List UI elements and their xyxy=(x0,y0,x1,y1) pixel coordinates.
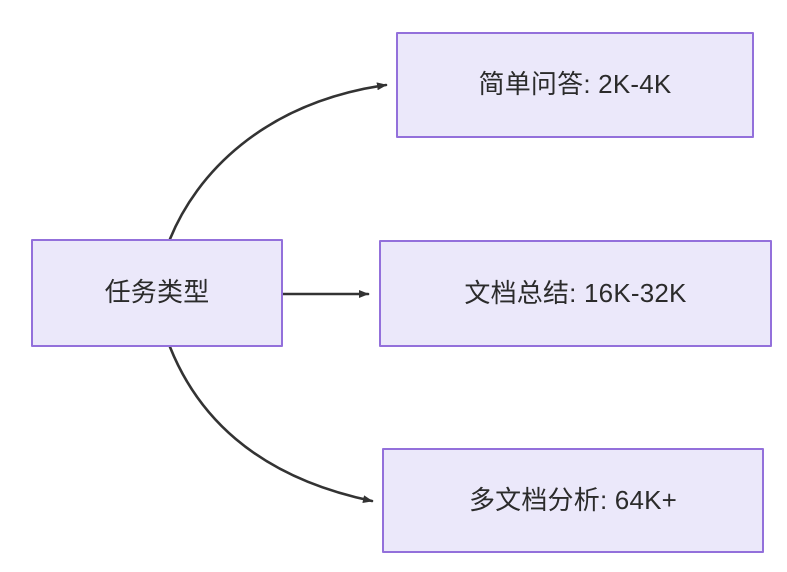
node-label: 简单问答: 2K-4K xyxy=(478,69,672,100)
node-simple-qa[interactable]: 简单问答: 2K-4K xyxy=(396,32,754,138)
node-task-type[interactable]: 任务类型 xyxy=(31,239,283,347)
node-label: 多文档分析: 64K+ xyxy=(468,484,678,515)
edge-source-to-simple-qa xyxy=(168,82,388,241)
node-label: 任务类型 xyxy=(104,277,210,308)
edge-source-to-multi-doc xyxy=(168,345,374,504)
node-document-summary[interactable]: 文档总结: 16K-32K xyxy=(379,240,772,347)
node-multi-document-analysis[interactable]: 多文档分析: 64K+ xyxy=(382,448,764,553)
node-label: 文档总结: 16K-32K xyxy=(464,277,687,308)
